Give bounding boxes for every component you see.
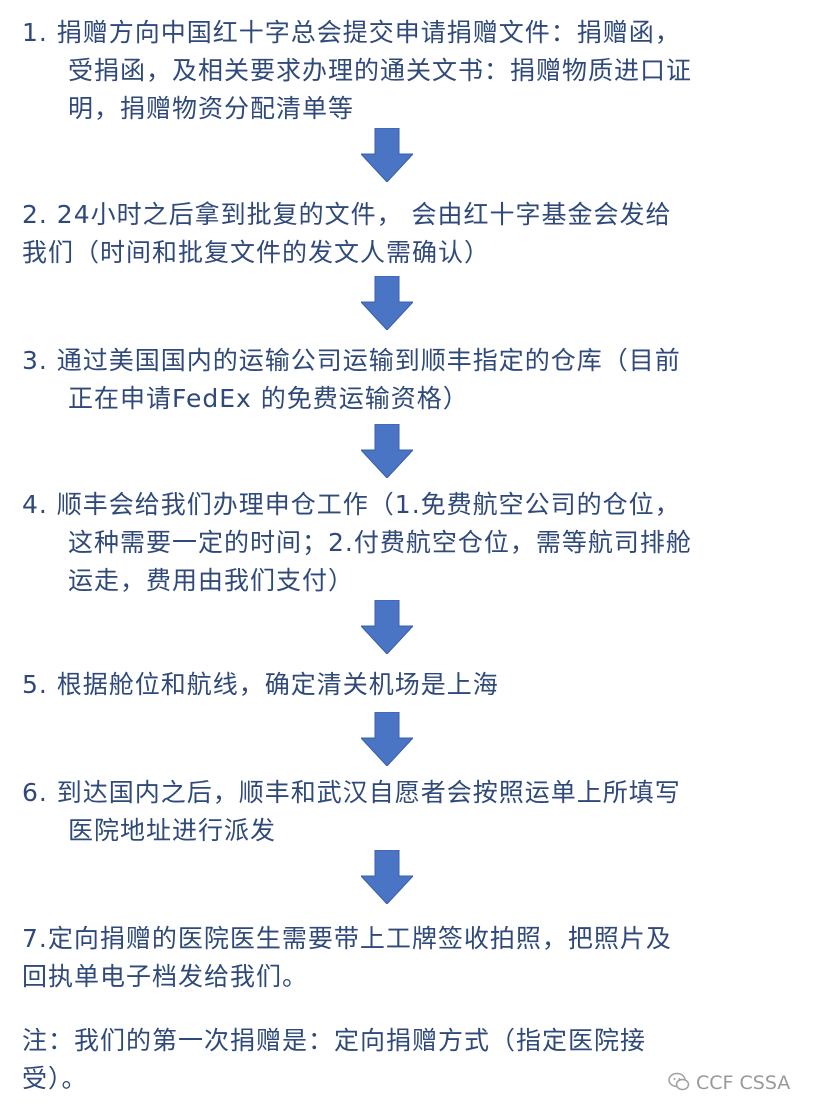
step-2-line-1: 2. 24小时之后拿到批复的文件， 会由红十字基金会发给 [22,200,672,229]
step-2: 2. 24小时之后拿到批复的文件， 会由红十字基金会发给 我们（时间和批复文件的… [22,196,672,272]
step-4-line-2: 这种需要一定的时间；2.付费航空仓位，需等航司排舱 [68,528,692,557]
note-line-1: 注：我们的第一次捐赠是：定向捐赠方式（指定医院接 [22,1026,647,1055]
step-1-line-2: 受捐函，及相关要求办理的通关文书：捐赠物质进口证 [68,56,693,85]
step-5-line-1: 5. 根据舱位和航线，确定清关机场是上海 [22,670,499,699]
step-6: 6. 到达国内之后，顺丰和武汉自愿者会按照运单上所填写 医院地址进行派发 [22,774,681,850]
step-3-line-1: 3. 通过美国国内的运输公司运输到顺丰指定的仓库（目前 [22,346,681,375]
step-6-line-2: 医院地址进行派发 [68,816,277,845]
down-arrow-icon [361,276,413,330]
step-4: 4. 顺丰会给我们办理申仓工作（1.免费航空公司的仓位， 这种需要一定的时间；2… [22,486,692,600]
watermark-text: CCF CSSA [696,1072,791,1094]
step-4-line-3: 运走，费用由我们支付） [68,566,355,595]
step-7-line-1: 7.定向捐赠的医院医生需要带上工牌签收拍照，把照片及 [22,924,672,953]
down-arrow-icon [361,128,413,182]
watermark: CCF CSSA [668,1072,790,1094]
step-3: 3. 通过美国国内的运输公司运输到顺丰指定的仓库（目前 正在申请FedEx 的免… [22,342,681,418]
down-arrow-icon [361,850,413,904]
step-7: 7.定向捐赠的医院医生需要带上工牌签收拍照，把照片及 回执单电子档发给我们。 [22,920,672,996]
down-arrow-icon [361,600,413,654]
step-5: 5. 根据舱位和航线，确定清关机场是上海 [22,666,499,704]
step-7-line-2: 回执单电子档发给我们。 [22,962,309,991]
step-2-line-2: 我们（时间和批复文件的发文人需确认） [22,238,491,267]
step-1-line-3: 明，捐赠物资分配清单等 [68,94,355,123]
step-1-line-1: 1. 捐赠方向中国红十字总会提交申请捐赠文件：捐赠函， [22,18,681,47]
down-arrow-icon [361,712,413,766]
step-3-line-2: 正在申请FedEx 的免费运输资格） [68,384,469,413]
step-1: 1. 捐赠方向中国红十字总会提交申请捐赠文件：捐赠函， 受捐函，及相关要求办理的… [22,14,692,128]
footer-note: 注：我们的第一次捐赠是：定向捐赠方式（指定医院接 受）。 [22,1022,646,1098]
note-line-2: 受）。 [22,1064,88,1093]
step-6-line-1: 6. 到达国内之后，顺丰和武汉自愿者会按照运单上所填写 [22,778,681,807]
down-arrow-icon [361,424,413,478]
wechat-icon [668,1072,690,1091]
step-4-line-1: 4. 顺丰会给我们办理申仓工作（1.免费航空公司的仓位， [22,490,681,519]
